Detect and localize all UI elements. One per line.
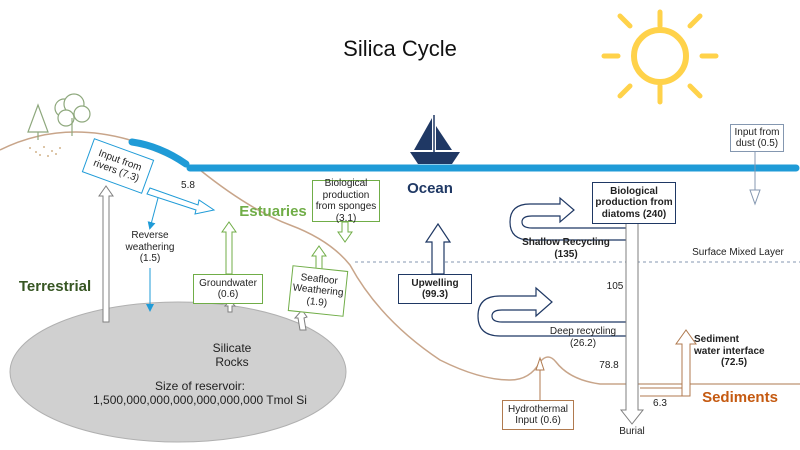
sediment-line2: water interface [694, 345, 765, 357]
rocks-name: Silicate Rocks [200, 341, 264, 370]
sun-icon [601, 9, 719, 105]
upwelling-value: (99.3) [421, 289, 449, 300]
hydrothermal-line2: Input (0.6) [515, 415, 561, 426]
reverse-weathering-line2: weathering [125, 241, 175, 253]
sponges-box: Biological production from sponges (3.1) [312, 178, 380, 224]
burial-arrow [619, 221, 645, 425]
page-title: Silica Cycle [343, 36, 457, 61]
rivers-to-estuaries-arrow [146, 187, 216, 215]
shallow-recycling-label: Shallow Recycling (135) [516, 237, 616, 260]
deep-recycling-value: (26.2) [569, 337, 597, 349]
deep-recycling-arrow [477, 286, 630, 337]
value-5-8: 5.8 [181, 180, 195, 191]
sailboat-icon [410, 115, 460, 164]
deep-recycling-label: Deep recycling (26.2) [540, 326, 626, 349]
sponges-label: Biological production from sponges (3.1) [315, 178, 377, 224]
shallow-recycling-name: Shallow Recycling [522, 237, 610, 248]
groundwater-label: Groundwater [199, 277, 257, 289]
hydrothermal-arrow [535, 356, 545, 400]
sediment-interface-label: Sediment water interface (72.5) [694, 334, 774, 369]
sediment-interface-arrow [640, 329, 697, 397]
silicate-rocks-shape [9, 301, 347, 443]
upwelling-arrow [424, 222, 452, 275]
dust-arrow [749, 150, 761, 206]
reverse-weathering-label: Reverse weathering (1.5) [120, 230, 180, 265]
value-6-3: 6.3 [653, 398, 667, 409]
rocks-reservoir: Size of reservoir: 1,500,000,000,000,000… [80, 379, 320, 408]
value-78-8: 78.8 [599, 360, 619, 371]
rocks-name-line2: Rocks [215, 354, 249, 369]
tree-icon [27, 93, 91, 140]
hydrothermal-box: Hydrothermal Input (0.6) [502, 400, 574, 430]
shallow-recycling-arrow [509, 196, 630, 241]
groundwater-value: (0.6) [217, 289, 239, 300]
dust-line1: Input from [734, 126, 780, 138]
reverse-weathering-value: (1.5) [139, 253, 161, 264]
sediment-value: (72.5) [720, 357, 748, 368]
soil-dots [29, 146, 61, 157]
burial-label: Burial [619, 426, 645, 437]
river [128, 138, 190, 168]
dust-box: Input from dust (0.5) [730, 124, 784, 152]
region-estuaries: Estuaries [239, 203, 307, 220]
hydrothermal-line1: Hydrothermal [507, 403, 569, 415]
deep-recycling-name: Deep recycling [549, 326, 617, 337]
surface-mixed-layer-label: Surface Mixed Layer [692, 247, 784, 258]
rocks-reservoir-line2: 1,500,000,000,000,000,000,000 Tmol Si [93, 392, 307, 407]
value-105: 105 [606, 281, 624, 292]
region-sediments: Sediments [702, 389, 778, 406]
region-ocean: Ocean [407, 180, 453, 197]
shallow-recycling-value: (135) [554, 248, 578, 260]
groundwater-box: Groundwater (0.6) [193, 274, 263, 304]
diatoms-box: Biological production from diatoms (240) [592, 182, 676, 224]
region-terrestrial: Terrestrial [18, 278, 92, 295]
upwelling-label: Upwelling [411, 277, 459, 289]
rocks-reservoir-line1: Size of reservoir: [154, 379, 246, 393]
diatoms-label: Biological production from diatoms (240) [595, 185, 673, 220]
sediment-line1: Sediment [694, 334, 740, 345]
seafloor-weathering-box: Seafloor Weathering (1.9) [287, 265, 349, 317]
reverse-weathering-arrows [146, 197, 159, 312]
rocks-name-line1: Silicate [212, 341, 252, 355]
reverse-weathering-line1: Reverse [131, 230, 169, 241]
seafloor-value: (1.9) [306, 295, 328, 309]
dust-line2: dust (0.5) [735, 138, 779, 149]
upwelling-box: Upwelling (99.3) [398, 274, 472, 304]
